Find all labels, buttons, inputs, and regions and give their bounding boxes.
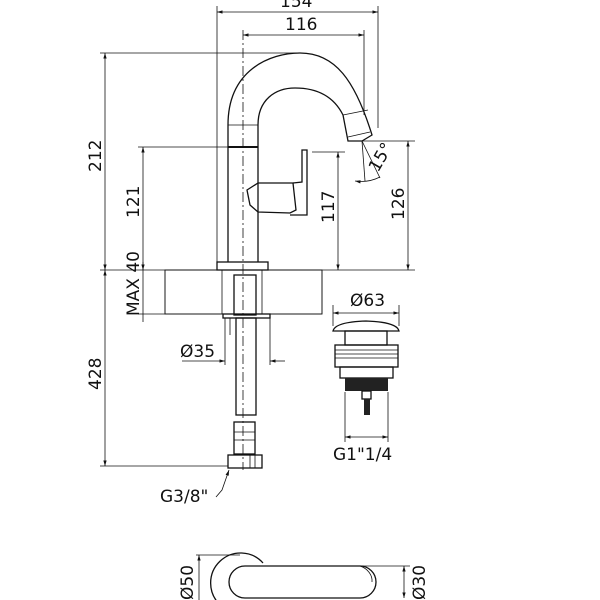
dim-angle-label: 15° bbox=[365, 139, 397, 175]
dim-126-label: 126 bbox=[389, 188, 409, 220]
drain-thread-label: G1"1/4 bbox=[333, 445, 392, 465]
hose-fitting bbox=[233, 421, 256, 455]
countertop-section bbox=[164, 269, 323, 469]
hose-nut bbox=[227, 454, 263, 469]
supply-thread-label: G3/8" bbox=[160, 487, 208, 507]
handle-body bbox=[246, 182, 297, 214]
dimension-lines bbox=[100, 6, 415, 498]
dim-121-label: 121 bbox=[124, 186, 144, 218]
drain-cap-label: Ø63 bbox=[350, 291, 385, 311]
dim-428-label: 428 bbox=[86, 358, 106, 390]
handle-lever bbox=[290, 149, 308, 216]
dim-max40-label: MAX 40 bbox=[124, 251, 144, 316]
dim-hole-label: Ø35 bbox=[180, 342, 215, 362]
spout-diameter-label: Ø30 bbox=[410, 565, 430, 600]
dim-116-label: 116 bbox=[285, 15, 317, 35]
faucet-top-view bbox=[196, 552, 410, 600]
faucet-side-view bbox=[216, 30, 373, 470]
dim-212-label: 212 bbox=[86, 140, 106, 172]
base-flange bbox=[216, 261, 269, 271]
dim-154-label: 154 bbox=[280, 0, 312, 12]
popup-drain bbox=[332, 305, 400, 442]
supply-pipe bbox=[235, 317, 257, 416]
dim-117-label: 117 bbox=[319, 191, 339, 223]
base-diameter-label: Ø50 bbox=[178, 565, 198, 600]
